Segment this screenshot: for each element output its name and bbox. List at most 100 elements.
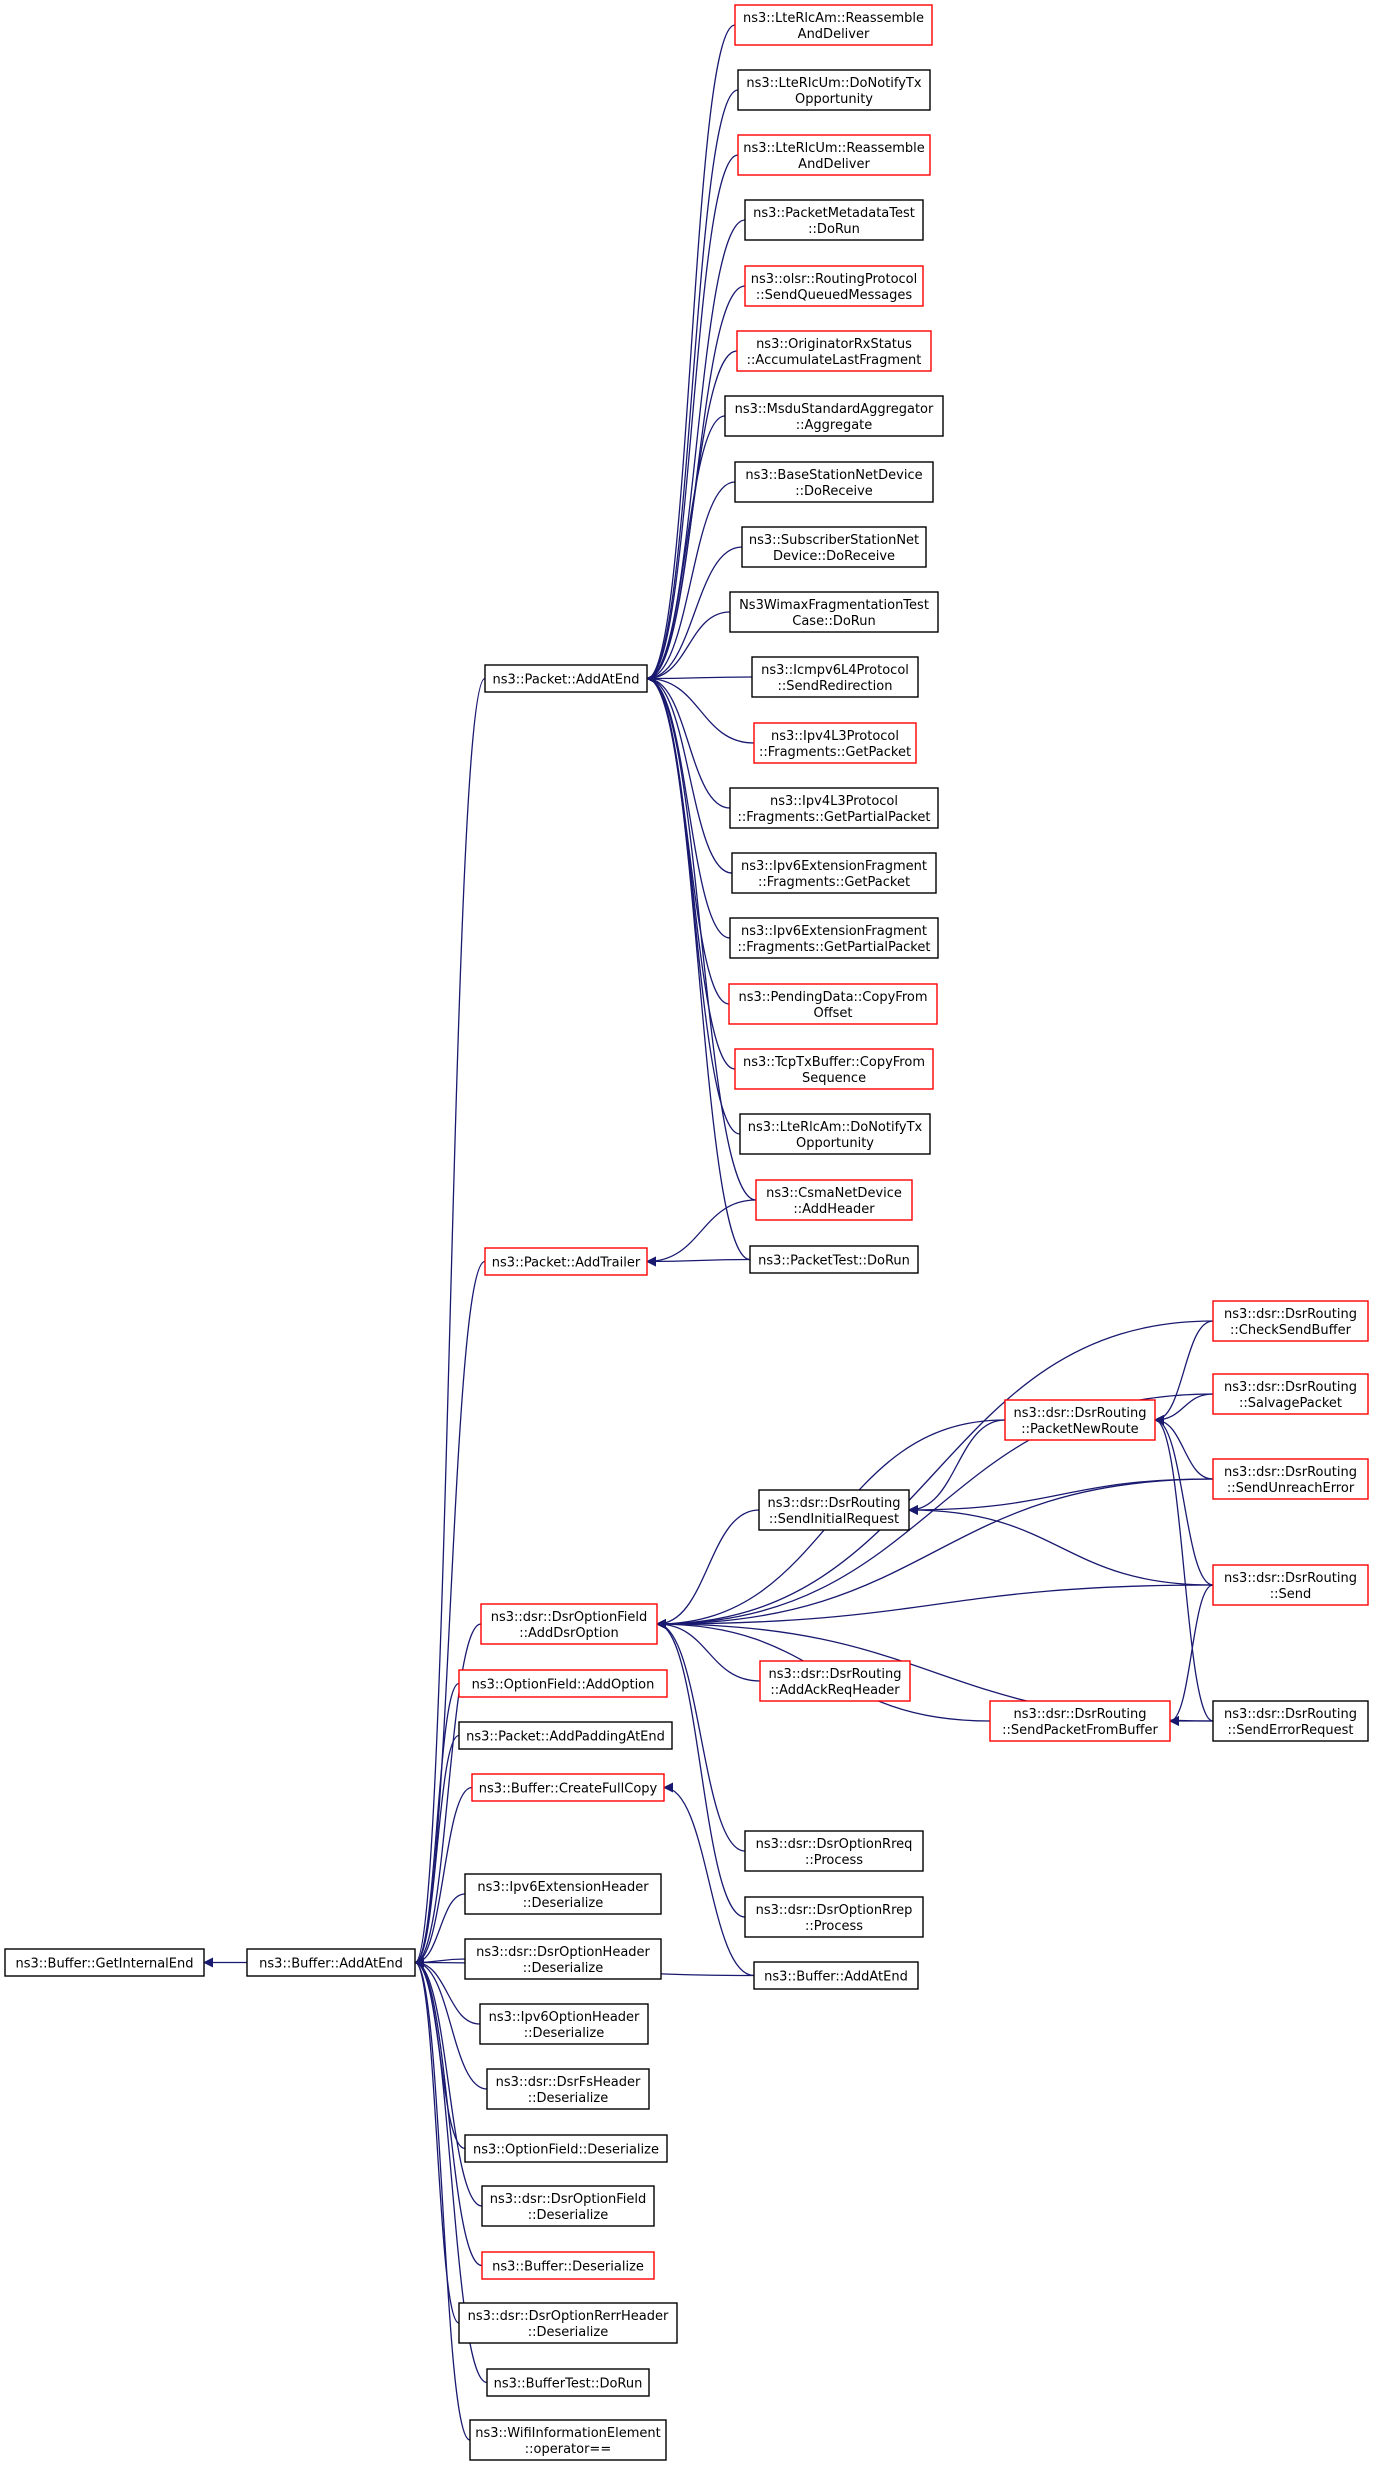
node-box [484,664,648,693]
graph-node-dsroptionheader-deserialize[interactable]: ns3::dsr::DsrOptionHeader::Deserialize [464,1938,662,1980]
call-edge [414,1957,483,2267]
node-label: ns3::dsr::DsrRouting [1224,1465,1357,1480]
graph-node-packet-addpaddingatend[interactable]: ns3::Packet::AddPaddingAtEnd [458,1721,673,1750]
node-label: ns3::Ipv6ExtensionHeader [477,1880,649,1895]
graph-node-basestationnetdevice[interactable]: ns3::BaseStationNetDevice::DoReceive [734,461,934,503]
node-label: ns3::dsr::DsrOptionRerrHeader [468,2309,669,2324]
graph-node-ipv6extensionheader-deserialize[interactable]: ns3::Ipv6ExtensionHeader::Deserialize [464,1873,662,1915]
node-box [484,1247,648,1276]
graph-node-msdustandardaggregator[interactable]: ns3::MsduStandardAggregator::Aggregate [724,395,944,437]
node-label: ns3::BaseStationNetDevice [745,468,922,483]
node-label: Sequence [802,1071,866,1086]
node-label: ns3::MsduStandardAggregator [735,402,934,417]
node-label: ::SendUnreachError [1227,1481,1355,1496]
graph-node-dsroptionrrep-process[interactable]: ns3::dsr::DsrOptionRrep::Process [744,1896,924,1938]
graph-node-dsr-senderrorrequest[interactable]: ns3::dsr::DsrRouting::SendErrorRequest [1212,1700,1369,1742]
call-edge [646,673,755,744]
node-label: ns3::PacketTest::DoRun [758,1254,910,1269]
graph-node-ipv6extfrag-getpartial[interactable]: ns3::Ipv6ExtensionFragment::Fragments::G… [729,917,939,959]
graph-node-buffer-deserialize[interactable]: ns3::Buffer::Deserialize [481,2251,655,2280]
graph-node-optionfield-deserialize[interactable]: ns3::OptionField::Deserialize [464,2134,668,2163]
graph-node-dsr-checksendbuffer[interactable]: ns3::dsr::DsrRouting::CheckSendBuffer [1212,1300,1369,1342]
call-edge [414,1957,471,2441]
graph-node-buffer-createfullcopy[interactable]: ns3::Buffer::CreateFullCopy [471,1773,665,1802]
graph-node-dsr-packetnewroute[interactable]: ns3::dsr::DsrRouting::PacketNewRoute [1004,1399,1156,1441]
graph-node-dsroptionfield-adddsroption[interactable]: ns3::dsr::DsrOptionField::AddDsrOption [480,1603,658,1645]
graph-node-getinternalend[interactable]: ns3::Buffer::GetInternalEnd [4,1948,205,1977]
node-box [753,1961,919,1990]
graph-node-olsr-sendqueued[interactable]: ns3::olsr::RoutingProtocol::SendQueuedMe… [744,265,924,307]
graph-node-ipv4l3-getpacket[interactable]: ns3::Ipv4L3Protocol::Fragments::GetPacke… [753,722,917,764]
call-edge [414,1682,460,1968]
graph-node-dsroptionfield-deserialize[interactable]: ns3::dsr::DsrOptionField::Deserialize [481,2185,655,2227]
node-box [751,656,919,698]
graph-node-dsr-send[interactable]: ns3::dsr::DsrRouting::Send [1212,1564,1369,1606]
node-box [479,2003,649,2045]
node-label: ::Fragments::GetPartialPacket [738,940,931,955]
call-edge [1154,1320,1214,1425]
call-edge [656,1509,760,1629]
graph-node-dsr-sendpacketfrombuffer[interactable]: ns3::dsr::DsrRouting::SendPacketFromBuff… [989,1700,1171,1742]
graph-node-ipv6extfrag-getpacket[interactable]: ns3::Ipv6ExtensionFragment::Fragments::G… [731,852,937,894]
call-edge [656,1478,1214,1629]
call-edge [646,673,741,1135]
node-box [1004,1399,1156,1441]
call-edge [646,1199,757,1267]
graph-node-packet-addtrailer[interactable]: ns3::Packet::AddTrailer [484,1247,648,1276]
node-label: ns3::Buffer::Deserialize [492,2260,644,2275]
graph-node-buffer-addatend2[interactable]: ns3::Buffer::AddAtEnd [753,1961,919,1990]
call-edge [646,1256,751,1267]
node-label: ns3::SubscriberStationNet [749,533,919,548]
node-label: ns3::dsr::DsrFsHeader [496,2075,641,2090]
node-label: ::Deserialize [524,2026,605,2041]
graph-node-wifiinformationelement-operator[interactable]: ns3::WifiInformationElement::operator== [469,2419,667,2461]
graph-node-packettest-dorun[interactable]: ns3::PacketTest::DoRun [749,1245,919,1274]
graph-node-optionfield-addoption[interactable]: ns3::OptionField::AddOption [458,1669,668,1698]
call-edge [646,673,753,684]
node-label: ns3::Packet::AddPaddingAtEnd [466,1730,665,1745]
graph-node-originatorrxstatus[interactable]: ns3::OriginatorRxStatus::AccumulateLastF… [736,330,932,372]
graph-node-buffer-addatend[interactable]: ns3::Buffer::AddAtEnd [246,1948,416,1977]
call-edge [656,1619,746,1918]
node-label: ::PacketNewRoute [1021,1422,1138,1437]
graph-node-ipv4l3-getpartial[interactable]: ns3::Ipv4L3Protocol::Fragments::GetParti… [729,787,939,829]
node-box [1212,1458,1369,1500]
node-box [458,1721,673,1750]
call-edge [646,415,726,684]
call-edge [646,24,736,684]
node-label: ns3::Ipv4L3Protocol [770,794,898,809]
graph-node-dsroptionrerrheader-deserialize[interactable]: ns3::dsr::DsrOptionRerrHeader::Deseriali… [458,2302,678,2344]
call-edge [414,1957,488,2090]
node-label: ::SendInitialRequest [769,1512,899,1527]
graph-node-subscriberstationnet[interactable]: ns3::SubscriberStationNetDevice::DoRecei… [741,526,927,568]
node-label: ns3::dsr::DsrRouting [1224,1380,1357,1395]
node-label: ns3::LteRlcAm::DoNotifyTx [748,1120,923,1135]
edges-layer [203,24,1214,2441]
graph-node-dsrfsheader-deserialize[interactable]: ns3::dsr::DsrFsHeader::Deserialize [486,2068,650,2110]
graph-node-packet-addatend[interactable]: ns3::Packet::AddAtEnd [484,664,648,693]
graph-node-dsr-addackreqheader[interactable]: ns3::dsr::DsrRouting::AddAckReqHeader [759,1660,911,1702]
graph-node-dsr-sendinitialrequest[interactable]: ns3::dsr::DsrRouting::SendInitialRequest [758,1489,910,1531]
graph-node-packetmetadatatest-dorun[interactable]: ns3::PacketMetadataTest::DoRun [744,199,924,241]
call-edge [656,1619,746,1852]
graph-node-dsr-salvagepacket[interactable]: ns3::dsr::DsrRouting::SalvagePacket [1212,1373,1369,1415]
node-label: ns3::LteRlcUm::Reassemble [743,141,925,156]
node-label: ns3::OptionField::Deserialize [473,2143,659,2158]
graph-node-icmpv6l4protocol[interactable]: ns3::Icmpv6L4Protocol::SendRedirection [751,656,919,698]
graph-node-dsr-sendunreacherror[interactable]: ns3::dsr::DsrRouting::SendUnreachError [1212,1458,1369,1500]
node-label: Opportunity [796,1136,874,1151]
graph-node-buffertest-dorun[interactable]: ns3::BufferTest::DoRun [486,2368,650,2397]
graph-node-ipv6optionheader-deserialize[interactable]: ns3::Ipv6OptionHeader::Deserialize [479,2003,649,2045]
graph-node-csmanetdevice-addheader[interactable]: ns3::CsmaNetDevice::AddHeader [755,1179,913,1221]
graph-node-dsroptionrreq-process[interactable]: ns3::dsr::DsrOptionRreq::Process [744,1830,924,1872]
node-label: Device::DoReceive [773,549,895,564]
